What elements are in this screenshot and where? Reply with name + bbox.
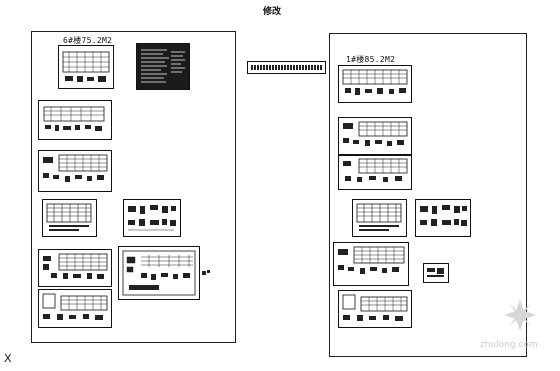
center-note-text-block [251,65,322,70]
right-sheet-07-detail [427,268,444,277]
right-sheet-07[interactable] [423,263,449,283]
right-sheet-03-plan [343,158,408,182]
left-sheet-07[interactable] [38,249,112,287]
right-sheet-03[interactable] [338,155,412,190]
right-sheet-08-plan [342,294,408,321]
right-sheet-05-details [420,205,467,226]
right-sheet-04-plan [356,203,402,231]
right-sheet-02-plan [343,121,408,146]
left-sheet-08-plan [122,250,196,296]
left-sheet-02-notes [141,49,185,83]
right-sheet-02[interactable] [338,117,412,155]
left-sheet-03-plan [43,106,105,131]
left-sheet-08[interactable] [118,246,200,300]
left-sheet-09-plan [42,293,108,320]
left-sheet-05-plan [46,203,92,231]
ucs-x-mark: X [4,352,12,365]
left-sheet-04-plan [43,154,108,182]
left-sheet-06-details [128,205,176,231]
right-sheet-06-plan [338,246,405,274]
left-sheet-03[interactable] [38,100,112,140]
right-sheet-01[interactable] [338,65,412,103]
right-sheet-05[interactable] [415,199,471,237]
left-sheet-01-plan [62,51,110,82]
right-sheet-06[interactable] [333,242,409,286]
center-note-box[interactable] [247,61,326,74]
right-sheet-01-plan [342,69,408,95]
left-sheet-04[interactable] [38,150,112,192]
page-title: 修改 [263,7,282,17]
left-sheet-05[interactable] [42,199,97,237]
left-sheet-07-plan [43,253,108,279]
left-sheet-label: 6#楼75.2M2 [63,36,113,45]
left-sheet-09[interactable] [38,289,112,328]
left-sheet-02[interactable] [136,43,190,90]
left-detail-symbol [201,262,211,275]
right-sheet-04[interactable] [352,199,407,237]
left-sheet-06[interactable] [123,199,181,237]
right-sheet-label: 1#楼85.2M2 [346,55,396,64]
watermark-logo-icon [504,299,536,331]
watermark-text: zhulong.com [480,340,538,350]
right-sheet-08[interactable] [338,290,412,328]
left-sheet-01[interactable] [58,45,114,89]
